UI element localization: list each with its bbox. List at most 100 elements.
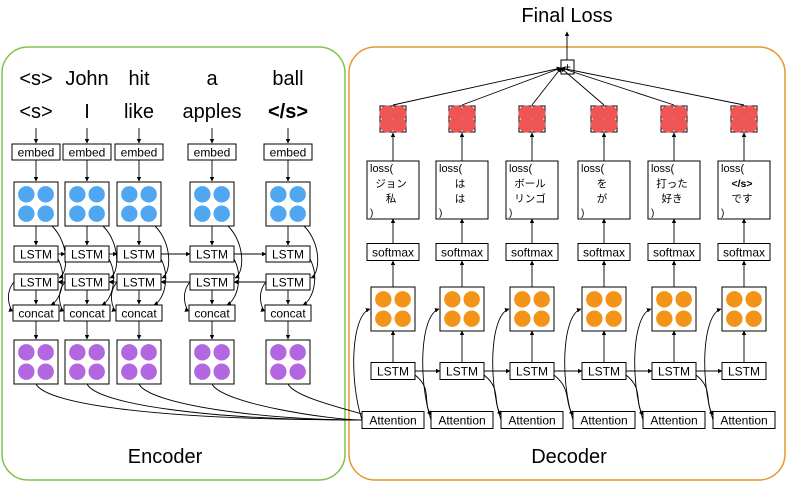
loss-predicted-word: 好き: [662, 193, 683, 205]
encoder-output-vector-dot: [88, 344, 105, 361]
encoder-output-vector-dot: [88, 363, 105, 380]
encoder-output-vector-dot: [140, 363, 157, 380]
decoder-hidden-vector-dot: [745, 310, 762, 327]
encoder-output-vector-dot: [37, 344, 54, 361]
embed-box: [114, 143, 164, 161]
output-to-sum-arrow: [392, 66, 562, 106]
decoder-lstm-label: LSTM: [658, 364, 690, 378]
encoder-output-vector-dot: [121, 344, 138, 361]
encoder-output-vector-dot: [69, 363, 86, 380]
decoder-hidden-vector-dot: [605, 310, 622, 327]
decoder-loss-output-dot: [459, 116, 476, 133]
loss-predicted-word: 私: [386, 193, 397, 205]
softmax-box: [505, 243, 559, 261]
softmax-box: [366, 243, 420, 261]
decoder-hidden-vector-dot: [514, 310, 531, 327]
encoder-embedding-vector-dot: [289, 186, 306, 203]
attention-box-label: Attention: [720, 413, 767, 427]
decoder-lstm: [651, 362, 697, 380]
decoder-hidden-vector-dot: [394, 310, 411, 327]
decoder-lstm: [721, 362, 767, 380]
embed-box: [62, 143, 112, 161]
encoder-backward-lstm-label: LSTM: [71, 275, 103, 289]
backward-to-concat-arrow: [59, 281, 66, 312]
encoder-output-vector-dot: [289, 344, 306, 361]
loss-box: [717, 160, 771, 220]
decoder-loss-output-dot: [671, 105, 688, 122]
encoder-forward-lstm-label: LSTM: [196, 247, 228, 261]
encoder-embedding-vector-dot: [18, 205, 35, 222]
loss-predicted-word: です: [732, 193, 753, 205]
decoder-hidden-vector-dot: [726, 291, 743, 308]
encoder-forward-lstm-label: LSTM: [123, 247, 155, 261]
loss-predicted-word: は: [455, 193, 466, 205]
loss-box: [647, 160, 701, 220]
output-to-sum-arrow: [560, 67, 675, 106]
softmax-box-label: softmax: [653, 245, 695, 259]
vector-to-backward-arrow: [154, 225, 170, 279]
loss-reference-word: ボール: [514, 178, 546, 190]
backward-to-concat-arrow: [260, 281, 267, 312]
attention-to-hidden-arrow: [492, 308, 510, 421]
decoder-hidden-vector-dot: [656, 291, 673, 308]
encoder-output-vector-dot: [194, 363, 211, 380]
encoder-token-top: ball: [272, 68, 303, 90]
embed-box-label: embed: [121, 145, 158, 159]
decoder-hidden-vector-dot: [463, 291, 480, 308]
backward-to-concat-arrow: [184, 281, 191, 312]
loss-reference-word: </s>: [731, 178, 752, 190]
decoder-loss-output-dot: [601, 105, 618, 122]
decoder-loss-output-dot: [379, 116, 396, 133]
decoder-hidden-vector-dot: [586, 291, 603, 308]
encoder-backward-lstm: [116, 273, 162, 291]
decoder-lstm-label: LSTM: [728, 364, 760, 378]
softmax-box: [435, 243, 489, 261]
output-to-sum-arrow: [461, 67, 562, 106]
loss-predicted-word: が: [597, 192, 608, 205]
loss-reference-word: を: [597, 178, 608, 190]
attention-to-hidden-arrow: [704, 308, 722, 421]
encoder-backward-lstm: [13, 273, 59, 291]
attention-to-hidden-arrow: [422, 308, 440, 421]
attention-box: [500, 411, 564, 429]
decoder-hidden-vector-dot: [463, 310, 480, 327]
concat-box: [63, 304, 111, 322]
decoder-loss-output-dot: [529, 116, 546, 133]
decoder-hidden-vector-dot: [726, 310, 743, 327]
forward-to-concat-arrow: [101, 258, 115, 306]
encoder-backward-lstm-label: LSTM: [272, 275, 304, 289]
loss-close-label: ): [721, 208, 724, 219]
encoder-output-vector-dot: [194, 344, 211, 361]
decoder-lstm: [509, 362, 555, 380]
concat-box-label: concat: [18, 306, 54, 320]
encoder-embedding-vector-dot: [121, 186, 138, 203]
attention-box: [712, 411, 776, 429]
decoder-loss-output-dot: [660, 105, 677, 122]
encoder-backward-lstm: [189, 273, 235, 291]
encoder-token-bottom: like: [124, 101, 154, 123]
decoder-lstm: [370, 362, 416, 380]
loss-box: [577, 160, 631, 220]
decoder-loss-output-dot: [660, 116, 677, 133]
loss-open-label: loss(: [370, 163, 394, 175]
loss-open-label: loss(: [509, 163, 533, 175]
concat-box: [188, 304, 236, 322]
decoder-loss-output-dot: [730, 116, 747, 133]
concat-box: [264, 304, 312, 322]
embed-box: [263, 143, 313, 161]
softmax-box-label: softmax: [583, 245, 625, 259]
output-to-sum-arrow: [560, 67, 605, 106]
decoder-hidden-vector-dot: [375, 310, 392, 327]
attention-box-label: Attention: [369, 413, 416, 427]
embed-box-label: embed: [270, 145, 307, 159]
loss-close-label: ): [439, 208, 442, 219]
encoder-embedding-vector-dot: [18, 186, 35, 203]
embed-box-label: embed: [69, 145, 106, 159]
encoder-embedding-vector-dot: [270, 205, 287, 222]
decoder-loss-output-dot: [741, 116, 758, 133]
decoder-loss-output-dot: [741, 105, 758, 122]
loss-open-label: loss(: [651, 163, 675, 175]
encoder-embedding-vector-dot: [88, 205, 105, 222]
attention-box-label: Attention: [438, 413, 485, 427]
softmax-box: [717, 243, 771, 261]
